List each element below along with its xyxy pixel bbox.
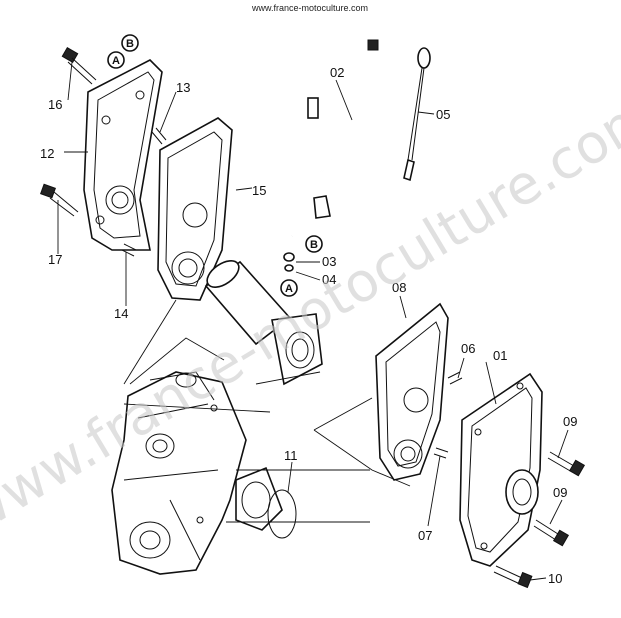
front-cover-flange (235, 466, 283, 531)
callout-a-upper-text: A (112, 55, 120, 67)
o-ring-11 (267, 489, 297, 539)
label-01: 01 (493, 348, 507, 363)
callout-b-lower-text: B (310, 239, 318, 251)
gasket-plate (157, 117, 233, 301)
callout-a-lower-text: A (285, 283, 293, 295)
pin-14 (121, 243, 137, 257)
label-06: 06 (461, 341, 475, 356)
rear-cover-plate (83, 59, 163, 251)
label-09-lower: 09 (553, 485, 567, 500)
bolt-17 (40, 183, 79, 217)
label-07: 07 (418, 528, 432, 543)
site-url: www.france-motoculture.com (251, 3, 368, 13)
washer-03 (283, 252, 295, 262)
label-17: 17 (48, 252, 62, 267)
label-09-upper: 09 (563, 414, 577, 429)
label-05: 05 (436, 107, 450, 122)
assembly-guide-lines (123, 299, 411, 523)
bolt-09-lower (533, 519, 570, 547)
label-15: 15 (252, 183, 266, 198)
label-12: 12 (40, 146, 54, 161)
callout-b-lower: B (305, 235, 323, 253)
pin-07 (433, 447, 449, 459)
label-03: 03 (322, 254, 336, 269)
label-16: 16 (48, 97, 62, 112)
callout-a-upper: A (107, 51, 125, 69)
bolt-10 (493, 565, 533, 589)
label-02: 02 (330, 65, 344, 80)
pin-13 (151, 127, 167, 145)
label-08: 08 (392, 280, 406, 295)
callout-a-lower: A (280, 279, 298, 297)
bolt-16 (61, 46, 97, 85)
label-04: 04 (322, 272, 336, 287)
label-10: 10 (548, 571, 562, 586)
crankcase-block (111, 371, 247, 575)
bolt-09-upper (547, 451, 586, 477)
washer-04 (284, 264, 294, 272)
dipstick-tube (291, 39, 379, 237)
leader-lines (57, 61, 569, 581)
label-14: 14 (114, 306, 128, 321)
sleeve-tube (204, 260, 323, 386)
gasket-08 (375, 302, 449, 481)
dipstick (403, 47, 431, 182)
label-11: 11 (284, 448, 298, 463)
gear-cover (459, 372, 543, 567)
callout-b-upper-text: B (126, 38, 134, 50)
label-13: 13 (176, 80, 190, 95)
pin-06 (447, 371, 463, 385)
callout-b-upper: B (121, 34, 139, 52)
